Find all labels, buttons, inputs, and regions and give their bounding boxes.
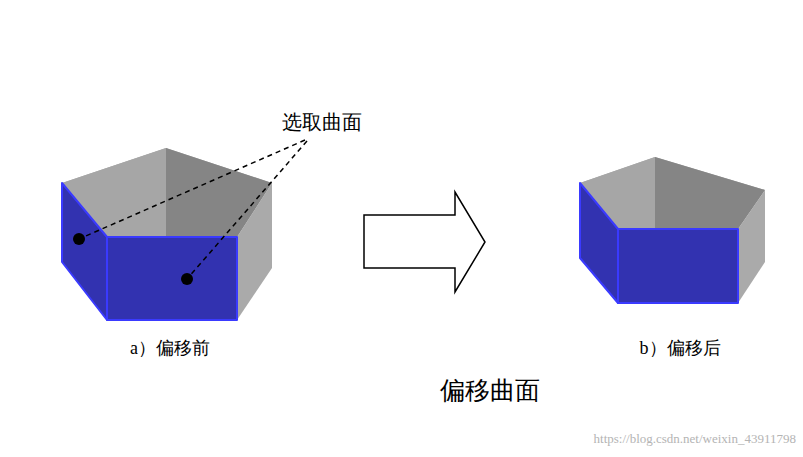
caption: 偏移曲面 <box>440 376 540 406</box>
prism-before <box>62 148 272 320</box>
prism-after <box>580 157 765 303</box>
figure-label: a）偏移前 <box>130 338 210 360</box>
figure-label: b）偏移后 <box>640 338 721 360</box>
block-arrow <box>364 192 485 292</box>
selection-markers <box>73 140 307 285</box>
callout-label: 选取曲面 <box>282 110 362 134</box>
watermark: https://blog.csdn.net/weixin_43911798 <box>594 431 796 447</box>
